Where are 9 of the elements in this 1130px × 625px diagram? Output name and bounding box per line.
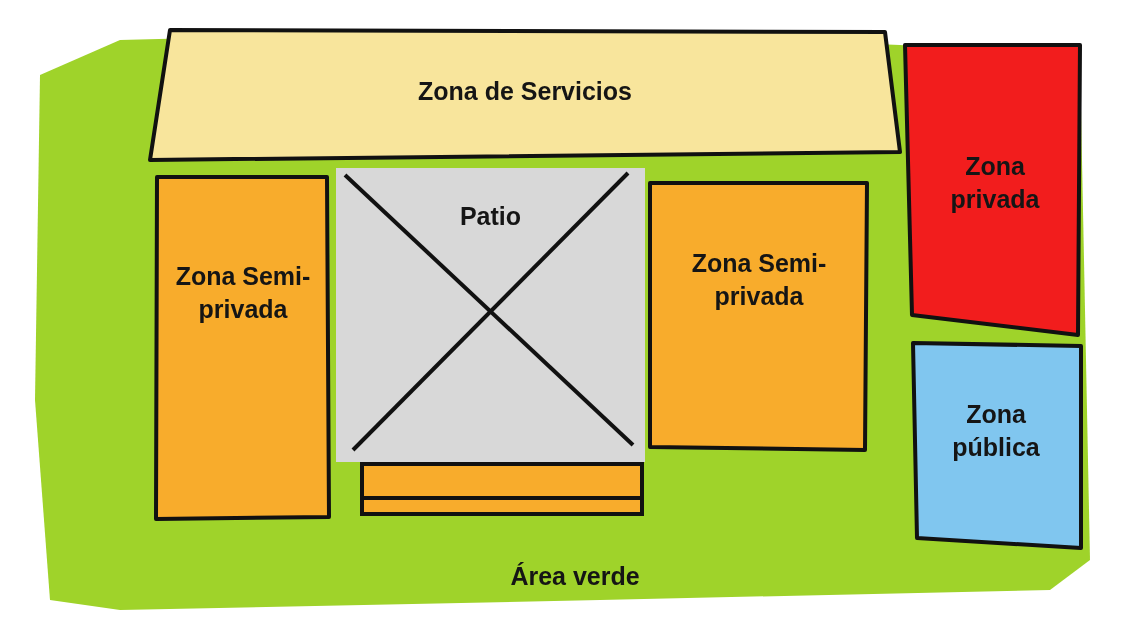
semi-private-zone bbox=[152, 172, 334, 524]
zone-label: Zona Semi-privada bbox=[690, 248, 828, 312]
zone-label: Zona de Servicios bbox=[417, 76, 633, 107]
service-zone bbox=[145, 25, 905, 165]
zone-label: Zona privada bbox=[949, 151, 1041, 215]
zone-label: Zona pública bbox=[951, 399, 1041, 463]
zone-label: Área verde bbox=[509, 561, 641, 592]
zone-label: Zona Semi-privada bbox=[174, 261, 312, 325]
patio-area bbox=[333, 165, 648, 465]
